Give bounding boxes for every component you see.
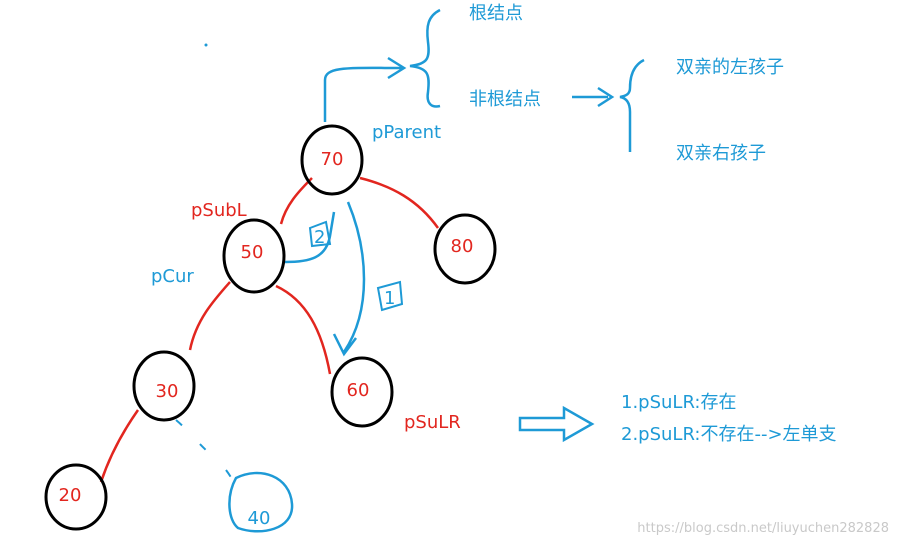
parent-arrow	[323, 56, 407, 122]
right-child-note: 双亲右孩子	[676, 143, 766, 164]
arrow-to-children	[572, 86, 615, 108]
left-child-note: 双亲的左孩子	[676, 57, 784, 78]
step1-box	[376, 280, 404, 312]
case-arrow	[518, 405, 595, 443]
dashed-link-30-40	[175, 419, 239, 493]
node-80-circle[interactable]	[433, 213, 497, 285]
root-note: 根结点	[469, 3, 523, 24]
watermark: https://blog.csdn.net/liuyuchen282828	[637, 521, 889, 536]
blob-40	[228, 471, 294, 533]
non-root-note: 非根结点	[469, 89, 541, 110]
case-2-text: 2.pSuLR:不存在-->左单支	[621, 424, 837, 445]
brace-children	[619, 58, 645, 152]
node-40-label: 40	[248, 508, 271, 529]
step1-label: 1	[384, 288, 395, 309]
arrow-70-to-60	[332, 201, 366, 357]
arrow-50-to-70	[284, 211, 336, 264]
node-60-label: 60	[347, 380, 370, 401]
node-80-label: 80	[451, 236, 474, 257]
node-50-label: 50	[241, 242, 264, 263]
brace-root	[409, 8, 441, 108]
node-60-circle[interactable]	[330, 356, 394, 428]
pparent-label: pParent	[372, 122, 441, 143]
node-30-circle[interactable]	[132, 350, 196, 422]
step2-box	[308, 220, 332, 248]
node-20-label: 20	[59, 485, 82, 506]
edge-50-30	[188, 281, 231, 351]
node-50-circle[interactable]	[222, 218, 286, 294]
step2-label: 2	[314, 227, 325, 248]
case-1-text: 1.pSuLR:存在	[621, 392, 736, 413]
node-70-label: 70	[321, 149, 344, 170]
stray-dot	[204, 43, 208, 47]
node-30-label: 30	[156, 381, 179, 402]
edge-30-20	[99, 409, 140, 483]
edge-70-80	[359, 176, 440, 229]
pcur-label: pCur	[151, 266, 194, 287]
node-70-circle[interactable]	[300, 124, 364, 196]
node-20-circle[interactable]	[44, 463, 108, 531]
psulr-label: pSuLR	[404, 412, 461, 433]
edge-50-60	[275, 284, 332, 375]
edge-70-50	[279, 177, 313, 225]
psubl-label: pSubL	[191, 200, 247, 221]
